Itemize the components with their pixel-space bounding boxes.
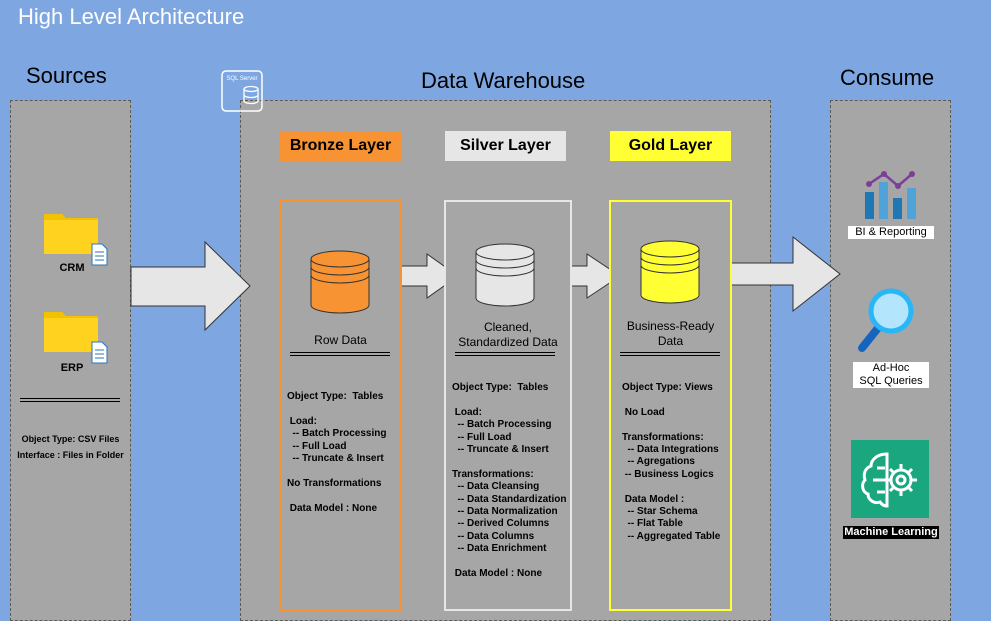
sources-divider [20, 398, 120, 402]
sources-interface: Interface : Files in Folder [17, 450, 124, 460]
erp-folder-icon [42, 306, 110, 364]
sql-server-label: SQL Server [226, 76, 257, 82]
gold-details: Object Type: Views No Load Transformatio… [622, 382, 721, 542]
bronze-details: Object Type: Tables Load: -- Batch Proce… [287, 391, 387, 514]
sql-server-icon: SQL Server [221, 70, 263, 112]
crm-label: CRM [59, 262, 85, 274]
arrow-gold-to-consume [719, 235, 841, 313]
sources-title: Sources [26, 63, 107, 88]
silver-layer-label: Silver Layer [445, 131, 566, 161]
silver-caption: Cleaned, Standardized Data [458, 320, 558, 349]
crm-folder-icon [42, 208, 110, 266]
sources-object-type: Object Type: CSV Files [21, 434, 120, 444]
search-icon [856, 288, 916, 354]
bronze-layer-label: Bronze Layer [280, 131, 401, 161]
bronze-divider [290, 352, 390, 356]
adhoc-sql-label: Ad-Hoc SQL Queries [853, 362, 929, 388]
bi-reporting-label: BI & Reporting [848, 226, 934, 239]
machine-learning-label: Machine Learning [843, 526, 939, 539]
arrow-sources-to-bronze [130, 240, 251, 332]
gold-layer-label: Gold Layer [610, 131, 731, 161]
sources-panel [10, 100, 131, 621]
gold-database-icon [639, 240, 701, 304]
warehouse-title: Data Warehouse [421, 68, 586, 93]
bronze-database-icon [309, 250, 371, 314]
consume-title: Consume [840, 65, 935, 90]
silver-database-icon [474, 243, 536, 307]
silver-divider [455, 352, 555, 356]
page-title: High Level Architecture [18, 4, 245, 29]
bi-chart-icon [862, 170, 918, 220]
silver-details: Object Type: Tables Load: -- Batch Proce… [452, 382, 567, 580]
gold-caption: Business-Ready Data [626, 319, 715, 348]
bronze-caption: Row Data [314, 333, 367, 347]
gold-divider [620, 352, 720, 356]
machine-learning-icon [851, 440, 929, 518]
erp-label: ERP [60, 362, 84, 374]
